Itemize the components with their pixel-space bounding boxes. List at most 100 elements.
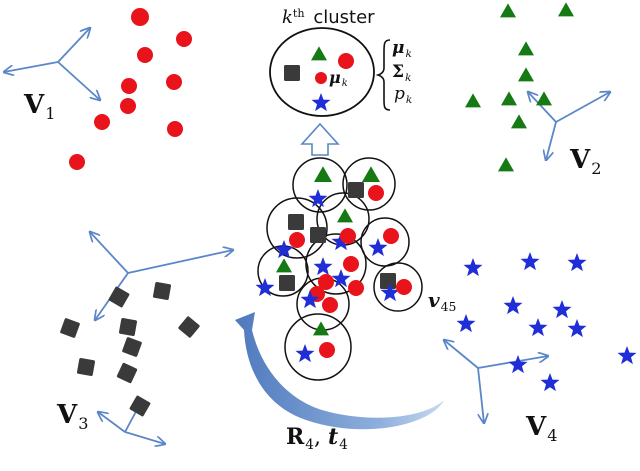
green-triangle-point-icon (500, 3, 516, 18)
blue-star-point-icon (308, 189, 328, 208)
black-square-point-icon (279, 275, 295, 291)
red-circle-point-icon (318, 274, 334, 290)
black-square-point-icon (380, 273, 396, 289)
axis-arrow-icon (124, 431, 165, 444)
axis-arrow-icon (528, 92, 557, 123)
black-square-point-icon (348, 182, 364, 198)
green-triangle-point-icon (536, 91, 552, 106)
blue-star-point-icon (540, 373, 560, 392)
black-square-point-icon (76, 357, 96, 377)
red-circle-point-icon (167, 121, 183, 137)
blue-star-point-icon (567, 319, 587, 338)
blue-star-point-icon (331, 269, 351, 288)
view-4-subscript: 4 (547, 425, 558, 445)
green-triangle-point-icon (518, 67, 534, 82)
view-2-subscript: 2 (591, 158, 602, 178)
blue-star-point-icon (274, 240, 294, 259)
blue-star-point-icon (313, 257, 333, 276)
black-square-point-icon (288, 214, 304, 230)
blue-star-point-icon (567, 253, 587, 272)
gaussian-cluster-ring (373, 262, 423, 312)
view-3-subscript: 3 (78, 413, 89, 433)
blue-star-point-icon (508, 355, 528, 374)
black-square-point-icon (284, 65, 300, 81)
red-circle-point-icon (121, 78, 137, 94)
cluster-mean-label: μk (329, 70, 348, 89)
blue-star-point-icon (520, 252, 540, 271)
red-circle-point-icon (137, 47, 153, 63)
axis-arrow-icon (57, 28, 90, 63)
rotation-subscript: 4 (305, 436, 314, 453)
view-2-symbol: V (570, 145, 591, 175)
param-covariance-symbol: Σ (392, 62, 405, 82)
blue-star-point-icon (503, 296, 523, 315)
translation-symbol: t (327, 424, 339, 450)
view-3-symbol: V (57, 400, 78, 430)
blue-star-point-icon (311, 93, 331, 112)
view-1-subscript: 1 (45, 103, 56, 123)
green-triangle-point-icon (276, 258, 292, 273)
parameter-brace-icon (375, 39, 391, 111)
point-label-symbol: v (428, 288, 440, 312)
transform-arrow-icon (235, 312, 444, 430)
coordinate-frame-icon (444, 340, 548, 423)
param-mean-subscript: k (405, 47, 412, 60)
red-circle-point-icon (368, 185, 384, 201)
blue-star-point-icon (300, 290, 320, 309)
coordinate-frame-icon (4, 28, 100, 100)
green-triangle-point-icon (337, 208, 353, 223)
coordinate-frame-icon (528, 92, 610, 160)
red-circle-point-icon (120, 98, 136, 114)
blue-star-point-icon (255, 278, 275, 297)
green-triangle-point-icon (558, 2, 574, 17)
view-label-1: V1 (24, 92, 55, 122)
cluster-title: kth cluster (282, 8, 375, 27)
green-triangle-point-icon (501, 91, 517, 106)
blue-star-point-icon (456, 314, 476, 333)
black-square-point-icon (178, 316, 200, 338)
view-label-2: V2 (570, 147, 601, 177)
black-square-point-icon (108, 286, 130, 308)
red-circle-point-icon (343, 256, 359, 272)
red-circle-point-icon (383, 228, 399, 244)
red-circle-point-icon (348, 280, 364, 296)
red-circle-point-icon (322, 297, 338, 313)
point-label-v45: v45 (428, 290, 456, 314)
axis-arrow-icon (98, 412, 126, 433)
red-circle-point-icon (94, 114, 110, 130)
black-square-point-icon (122, 337, 142, 357)
cluster-index-superscript: th (292, 7, 305, 20)
param-mean-symbol: μ (392, 38, 405, 58)
view-1-symbol: V (24, 90, 45, 120)
blue-star-point-icon (552, 300, 572, 319)
green-triangle-point-icon (314, 166, 332, 182)
translation-subscript: 4 (339, 436, 348, 453)
black-square-point-icon (310, 227, 326, 243)
gaussian-cluster-ring (305, 233, 367, 295)
red-circle-point-icon (396, 279, 412, 295)
green-triangle-point-icon (498, 157, 514, 172)
param-covariance-subscript: k (405, 71, 412, 84)
black-square-point-icon (60, 318, 80, 338)
green-triangle-point-icon (311, 46, 327, 61)
gaussian-cluster-ring (284, 313, 352, 381)
cluster-mean-symbol: μ (329, 68, 341, 87)
red-circle-point-icon (176, 31, 192, 47)
black-square-point-icon (152, 281, 172, 301)
gaussian-cluster-ring (292, 157, 348, 213)
view-label-4: V4 (526, 414, 557, 444)
red-circle-point-icon (131, 8, 149, 26)
blue-star-point-icon (331, 232, 351, 251)
rotation-symbol: R (286, 424, 305, 450)
green-triangle-point-icon (518, 41, 534, 56)
gaussian-cluster-ring (266, 197, 328, 259)
axis-arrow-icon (546, 121, 557, 160)
cluster-param-mean: μk (392, 40, 412, 59)
green-triangle-point-icon (465, 93, 481, 108)
blue-star-point-icon (617, 346, 637, 365)
blue-star-point-icon (295, 344, 315, 363)
blue-star-point-icon (380, 283, 400, 302)
red-circle-point-icon (340, 228, 356, 244)
